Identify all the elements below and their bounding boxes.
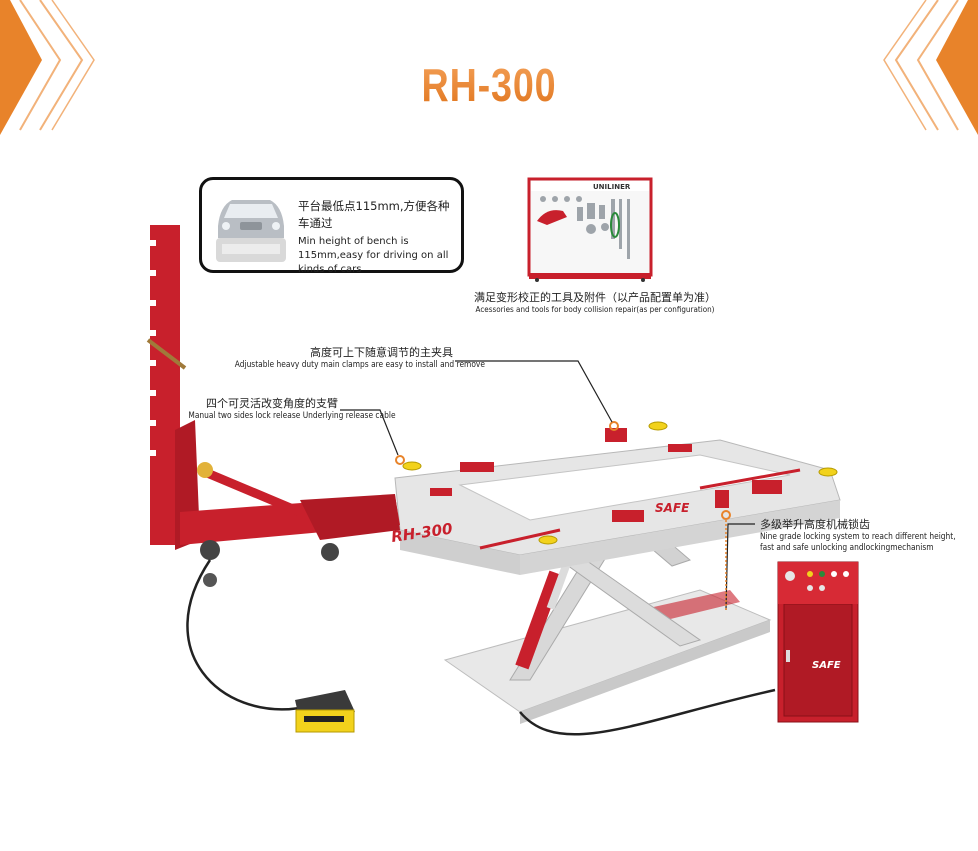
- feature-info-box: 平台最低点115mm,方便各种车通过 Min height of bench i…: [199, 177, 464, 275]
- page-title: RH-300: [88, 58, 890, 112]
- callout-arm-en: Manual two sides lock release Underlying…: [188, 411, 396, 421]
- callout-clamps-en: Adjustable heavy duty main clamps are ea…: [234, 360, 485, 370]
- tool-board-caption: 满足变形校正的工具及附件（以产品配置单为准） Acessories and to…: [460, 289, 730, 314]
- callout-arm: 四个可灵活改变角度的支臂 Manual two sides lock relea…: [168, 397, 396, 422]
- callout-lock-en-1: Nine grade locking system to reach diffe…: [760, 532, 956, 542]
- tool-board-en: Acessories and tools for body collision …: [475, 305, 715, 314]
- callout-clamps-cn: 高度可上下随意调节的主夹具: [310, 346, 453, 359]
- callout-lock: 多级举升高度机械锁齿 Nine grade locking system to …: [760, 518, 960, 554]
- tool-board-cn: 满足变形校正的工具及附件（以产品配置单为准）: [474, 291, 716, 304]
- pump-pedal-icon: [295, 690, 355, 733]
- info-box-en: Min height of bench is 115mm,easy for dr…: [298, 236, 449, 275]
- car-photo-icon: [216, 200, 286, 262]
- callout-lock-en-2: fast and safe unlocking andlockingmechan…: [760, 543, 934, 553]
- callout-arm-cn: 四个可灵活改变角度的支臂: [206, 397, 338, 410]
- callout-lock-cn: 多级举升高度机械锁齿: [760, 518, 870, 531]
- callout-clamps: 高度可上下随意调节的主夹具 Adjustable heavy duty main…: [205, 346, 485, 371]
- tool-board-icon: UNILINER: [527, 177, 653, 282]
- bench-brand: SAFE: [655, 501, 690, 515]
- cabinet-brand: SAFE: [812, 660, 841, 671]
- tool-board-brand: UNILINER: [593, 183, 631, 191]
- corner-decoration-right: [883, 0, 978, 135]
- info-box-cn: 平台最低点115mm,方便各种车通过: [298, 199, 450, 230]
- corner-decoration-left: [0, 0, 95, 135]
- control-cabinet-icon: SAFE: [777, 561, 859, 723]
